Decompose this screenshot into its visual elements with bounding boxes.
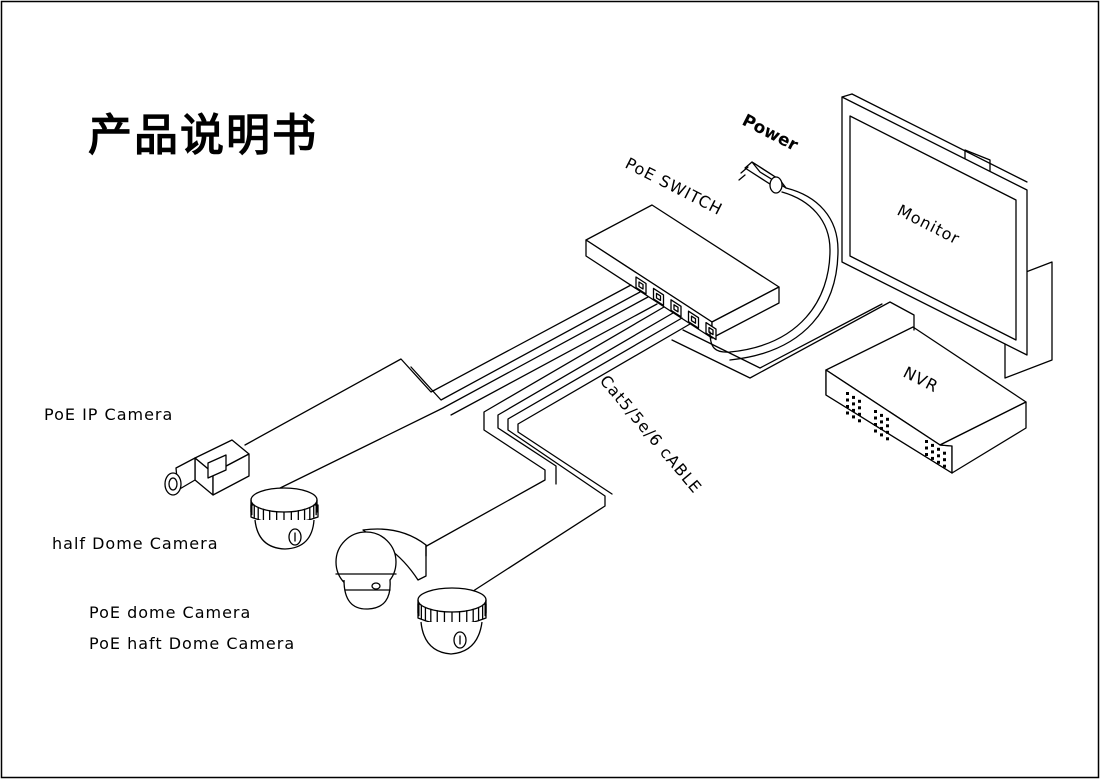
cables [244,187,915,596]
nvr: NVR [825,326,1027,474]
poe-haft-dome-camera [417,587,487,655]
power-adapter [738,161,787,194]
poe-ip-camera [164,439,250,496]
power-label: Power [739,111,802,156]
switch-ports [635,276,717,341]
poe-ip-camera-label: PoE IP Camera [44,405,173,424]
half-dome-camera-label: half Dome Camera [52,534,219,553]
cable-label: Cat5/5e/6 cABLE [596,371,706,497]
page-title: 产品说明书 [88,110,318,161]
half-dome-camera [250,487,319,550]
nvr-front-panel [846,392,946,468]
poe-dome-camera [335,528,427,610]
poe-switch [585,204,780,341]
poe-haft-dome-camera-label: PoE haft Dome Camera [89,634,295,653]
poe-switch-label: PoE SWITCH [622,154,726,219]
monitor: Monitor [841,93,1053,379]
poe-dome-camera-label: PoE dome Camera [89,603,251,622]
